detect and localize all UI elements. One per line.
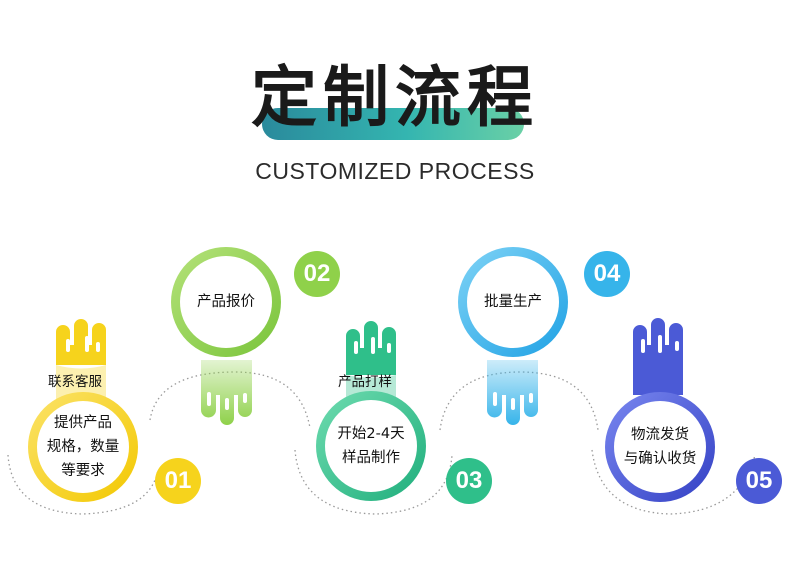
step-1-desc-line: 等要求 — [61, 463, 105, 479]
step-3-desc-line: 开始2-4天 — [337, 426, 405, 442]
step-1-desc-line: 提供产品 — [54, 415, 112, 431]
step-5-desc-line: 与确认收货 — [623, 451, 697, 467]
step-5-drip-stem — [633, 318, 683, 395]
step-3-number-badge: 03 — [446, 458, 492, 504]
page-subtitle: CUSTOMIZED PROCESS — [255, 158, 535, 184]
step-1-drip-stem — [56, 319, 106, 400]
step-3-card: 开始2-4天 样品制作 — [325, 400, 417, 492]
step-2-card: 产品报价 — [180, 256, 272, 348]
step-2-text: 产品报价 — [197, 294, 255, 310]
step-4-card: 批量生产 — [467, 256, 559, 348]
step-1-desc-line: 规格，数量 — [46, 439, 120, 455]
step-3-desc-line: 样品制作 — [342, 450, 400, 466]
step-1-card: 提供产品 规格，数量 等要求 — [37, 401, 129, 493]
step-1-number-badge: 01 — [155, 458, 201, 504]
step-3-label: 产品打样 — [338, 374, 392, 390]
step-1-label: 联系客服 — [48, 374, 102, 390]
step-4-drip-stem — [487, 360, 538, 425]
step-4-text: 批量生产 — [484, 294, 542, 310]
step-5-desc-line: 物流发货 — [631, 427, 689, 443]
page-header: 定制流程 CUSTOMIZED PROCESS — [0, 0, 790, 200]
step-4-number-badge: 04 — [584, 251, 630, 297]
title-highlight-band — [262, 108, 524, 140]
step-2-number-badge: 02 — [294, 251, 340, 297]
page-title: 定制流程 — [251, 59, 539, 136]
step-5-card: 物流发货 与确认收货 — [614, 401, 706, 493]
step-5-number-badge: 05 — [736, 458, 782, 504]
step-2-drip-stem — [201, 360, 252, 425]
